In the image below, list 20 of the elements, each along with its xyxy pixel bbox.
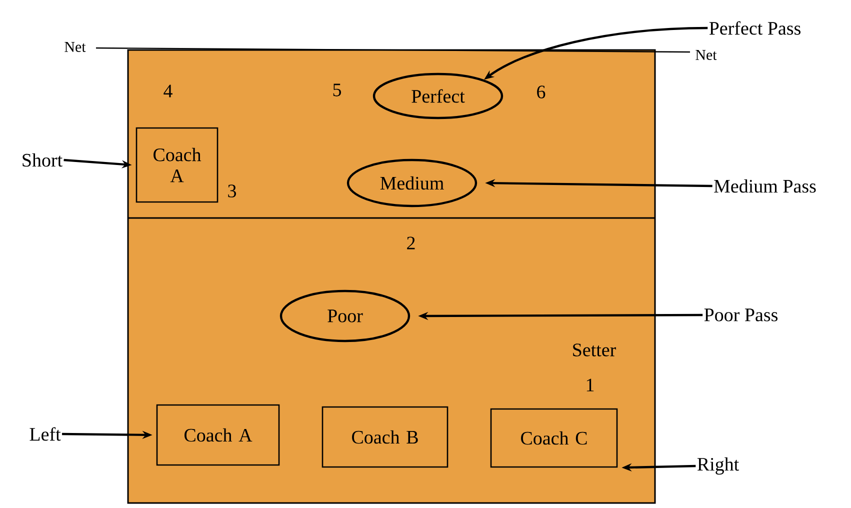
court-label: 3: [226, 184, 238, 198]
callout-text: Left: [30, 427, 61, 441]
callout-text: Right: [697, 457, 739, 475]
court-label: Net: [63, 41, 87, 53]
callout-text: Short: [22, 153, 62, 167]
court-label: 5: [331, 82, 343, 98]
callout-text: Perfect Pass: [709, 21, 800, 35]
court-drawing: [127, 49, 656, 504]
callout-text: Medium Pass: [714, 179, 816, 193]
callout-text: Poor Pass: [704, 308, 778, 322]
court-label: 1: [584, 378, 596, 392]
coach-box: Coach A: [136, 127, 218, 203]
coach-box: Coach C: [490, 408, 618, 468]
court-label: 4: [162, 84, 174, 98]
court-label: Net: [694, 49, 718, 61]
court-label: 6: [535, 84, 547, 100]
coach-box: Coach A: [156, 404, 280, 466]
coach-box: Coach B: [322, 406, 448, 468]
court-label: 2: [405, 236, 417, 250]
court-label: Setter: [570, 342, 618, 358]
